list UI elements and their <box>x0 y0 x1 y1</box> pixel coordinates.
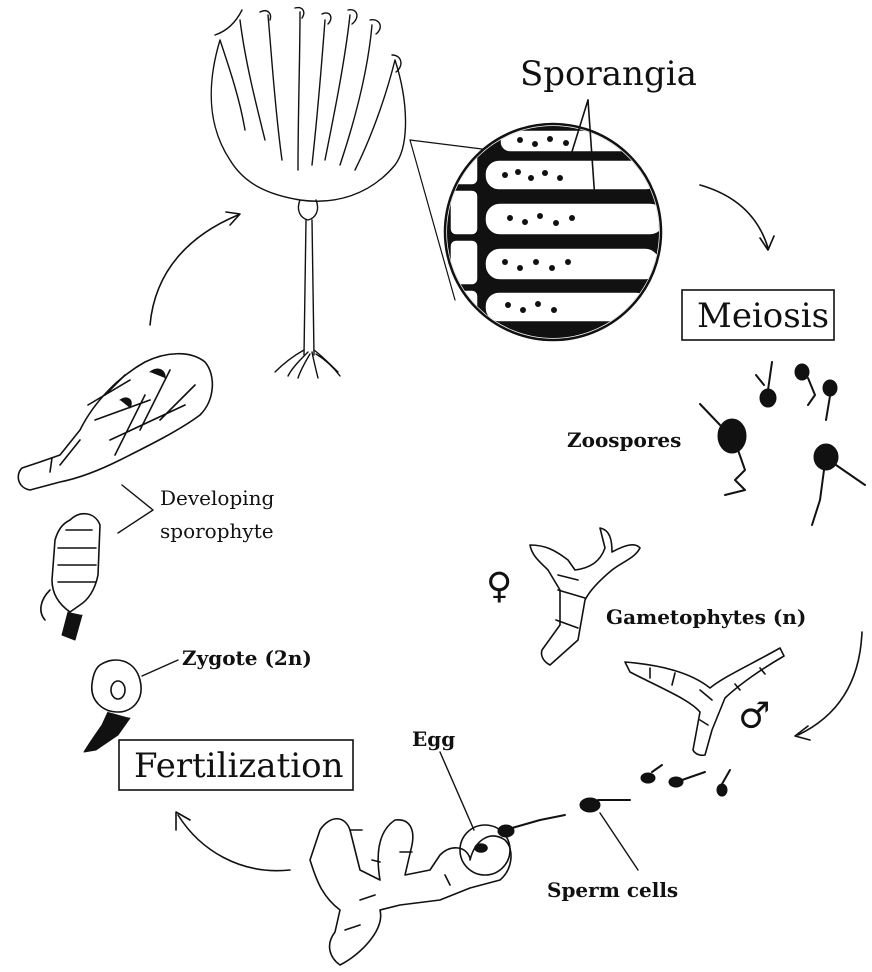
developing-label-line1: Developing <box>160 486 275 510</box>
developing-bracket <box>118 485 153 533</box>
sporangia-label: Sporangia <box>520 54 697 94</box>
egg-pointer <box>440 752 474 830</box>
zoospores-group <box>700 362 865 525</box>
sperm-cell <box>717 770 730 796</box>
sperm-cells-group <box>498 765 730 837</box>
fertilization-label: Fertilization <box>134 746 343 786</box>
sperm-cell <box>498 815 565 837</box>
sperm-cell <box>580 798 630 812</box>
developing-label-line2: sporophyte <box>160 519 274 543</box>
zoospore <box>823 380 837 420</box>
sporangia-magnified-view <box>445 100 665 344</box>
zoospore <box>795 364 815 405</box>
zygote <box>84 660 141 752</box>
meiosis-label: Meiosis <box>697 296 829 336</box>
adult-sporophyte <box>211 8 405 378</box>
zygote-label: Zygote (2n) <box>182 646 312 670</box>
arrow-to-fertilization <box>795 632 862 740</box>
zoospores-label: Zoospores <box>567 428 681 452</box>
fertilization-gametophyte <box>310 819 511 965</box>
gametophytes-label: Gametophytes (n) <box>606 605 806 629</box>
zoospore <box>756 362 776 407</box>
arrow-to-meiosis <box>700 185 774 250</box>
female-symbol: ♀ <box>486 566 512 607</box>
arrow-to-zygote <box>176 812 290 871</box>
egg-label: Egg <box>412 727 455 751</box>
arrow-to-adult <box>150 212 240 325</box>
sperm-pointer <box>600 813 638 870</box>
zoospore <box>812 444 865 525</box>
developing-sporophyte-small <box>41 514 100 640</box>
sperm-cell <box>669 772 705 787</box>
zygote-pointer <box>142 660 178 676</box>
sperm-cells-label: Sperm cells <box>547 878 678 902</box>
male-symbol: ♂ <box>738 696 770 737</box>
sperm-cell <box>641 765 662 783</box>
zoospore <box>700 404 746 495</box>
developing-sporophyte-large <box>18 354 212 490</box>
female-gametophyte <box>530 528 640 665</box>
